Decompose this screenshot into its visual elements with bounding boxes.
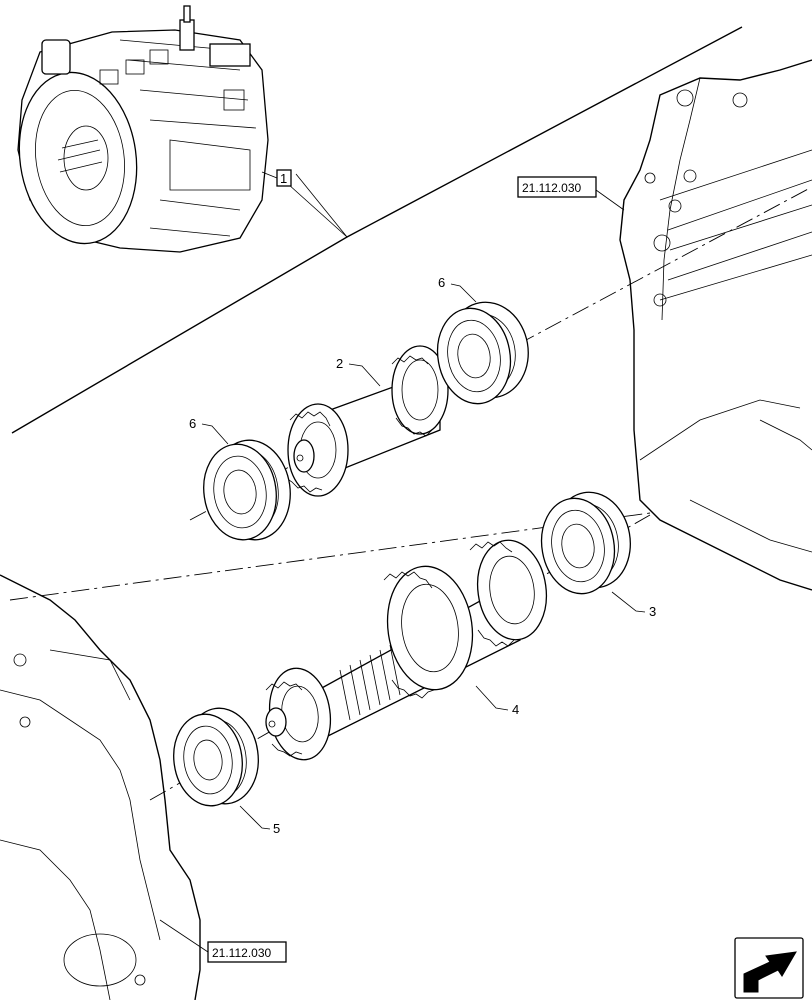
callout-5-label: 5 <box>273 821 280 836</box>
callout-6-upper[interactable]: 6 <box>438 275 477 303</box>
callout-4[interactable]: 4 <box>475 685 519 717</box>
transmission-assembly-thumbnail <box>17 5 269 253</box>
callout-1-label: 1 <box>280 171 287 186</box>
callout-6-left-label: 6 <box>189 416 196 431</box>
arrow-next-page-icon[interactable] <box>734 937 804 999</box>
reference-top-right-label: 21.112.030 <box>522 181 581 195</box>
reference-box-top-right[interactable]: 21.112.030 <box>517 176 625 211</box>
housing-left <box>0 574 201 1000</box>
section-divider <box>11 26 743 434</box>
callout-3[interactable]: 3 <box>611 591 656 619</box>
callout-1[interactable]: 1 <box>261 169 292 187</box>
callout-4-label: 4 <box>512 702 519 717</box>
callout-2[interactable]: 2 <box>336 356 381 387</box>
lower-mainshaft <box>265 539 548 761</box>
bearing-3 <box>540 491 631 595</box>
callout-5[interactable]: 5 <box>239 805 280 836</box>
bearing-6-left <box>203 439 291 541</box>
reference-box-bottom-left[interactable]: 21.112.030 <box>159 919 287 963</box>
bearing-5 <box>173 707 259 807</box>
housing-right <box>619 59 812 591</box>
callout-6-upper-label: 6 <box>438 275 445 290</box>
callout-6-left[interactable]: 6 <box>189 416 229 445</box>
callout-3-label: 3 <box>649 604 656 619</box>
bearing-6-upper <box>436 301 529 405</box>
reference-bottom-left-label: 21.112.030 <box>212 946 271 960</box>
upper-countershaft <box>281 345 449 497</box>
callout-2-label: 2 <box>336 356 343 371</box>
